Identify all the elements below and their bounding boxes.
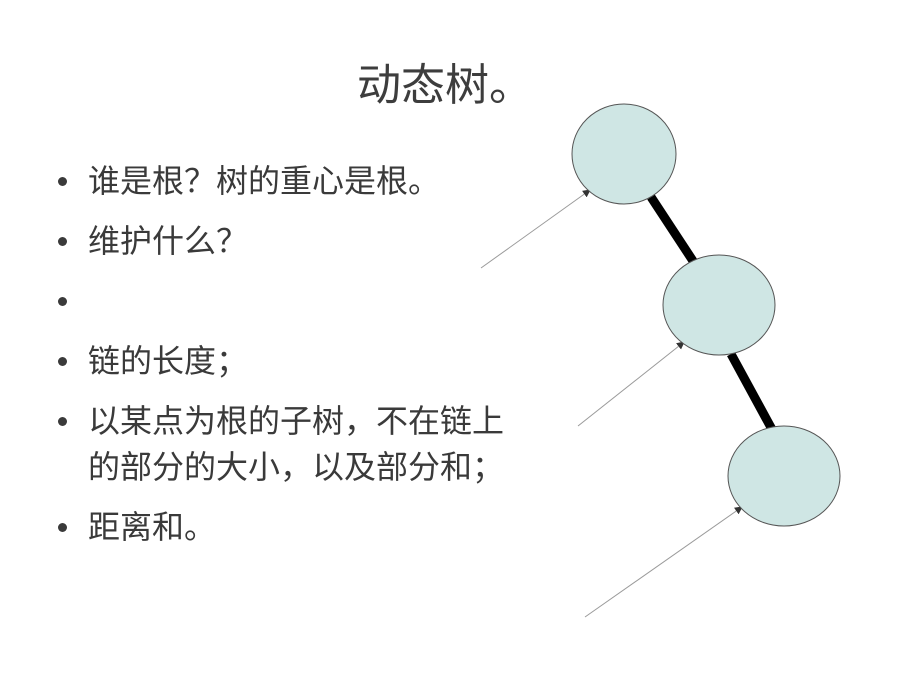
bullet-item-empty [52,278,512,324]
tree-node-top [571,103,677,205]
bullet-marker [58,357,67,366]
bullet-marker [58,417,67,426]
tree-edge-top [647,194,699,267]
arrow-to-bottom-node [584,506,743,618]
slide-title: 动态树。 [357,60,533,111]
tree-node-bottom [727,425,841,527]
arrow-to-top-node [480,189,591,269]
tree-edge-bottom [727,351,778,436]
bullet-text: 维护什么？ [88,222,249,260]
bullet-item-subtree: 以某点为根的子树，不在链上的部分的大小，以及部分和； [52,398,512,490]
bullet-item-distance-sum: 距离和。 [52,504,512,550]
bullet-marker [58,177,67,186]
arrow-to-middle-node [577,341,685,427]
bullet-marker [58,523,67,532]
bullet-text: 链的长度； [88,342,249,380]
bullet-marker [58,297,67,306]
bullet-item-maintain: 维护什么？ [52,218,512,264]
bullet-marker [58,237,67,246]
bullet-text: 以某点为根的子树，不在链上的部分的大小，以及部分和； [88,402,505,486]
bullet-item-chain-length: 链的长度； [52,338,512,384]
tree-node-middle [662,254,776,356]
bullet-list: 谁是根？树的重心是根。 维护什么？ 链的长度； 以某点为根的子树，不在链上的部分… [52,158,512,564]
bullet-item-root: 谁是根？树的重心是根。 [52,158,512,204]
bullet-text: 距离和。 [88,508,217,546]
bullet-text: 谁是根？树的重心是根。 [88,162,441,200]
